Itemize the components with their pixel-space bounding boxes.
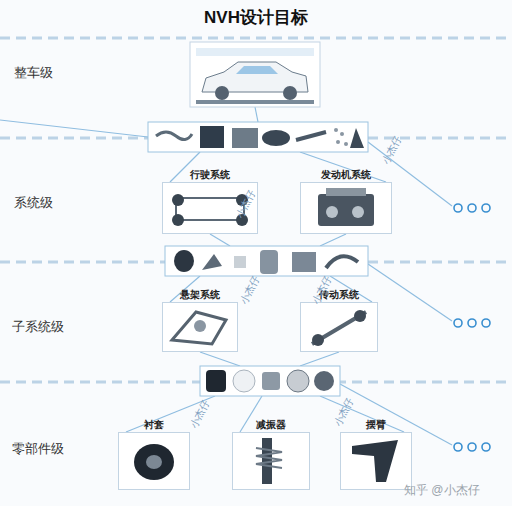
box-heading: 衬套 [144, 418, 164, 432]
box-heading: 发动机系统 [321, 168, 371, 182]
part-strip [165, 246, 368, 276]
watermark: 小杰仔 [237, 273, 263, 306]
box-pictures [118, 182, 412, 490]
part-box: 衬套 [118, 432, 190, 490]
part-box: 悬架系统 [162, 302, 238, 352]
car-picture [190, 42, 320, 107]
box-heading: 摆臂 [366, 418, 386, 432]
level-label: 系统级 [14, 194, 53, 212]
part-strip [200, 366, 340, 396]
level-label: 整车级 [14, 64, 53, 82]
diagram-title: NVH设计目标 [204, 6, 308, 29]
leader-lines [0, 107, 452, 445]
part-box: 摆臂 [340, 432, 412, 490]
level-label: 知乎 @小杰仔 [404, 482, 480, 499]
watermark: 小杰仔 [187, 397, 213, 430]
box-heading: 减振器 [256, 418, 286, 432]
part-strip [148, 122, 368, 152]
part-box: 传动系统 [300, 302, 378, 352]
part-box: 减振器 [232, 432, 310, 490]
level-label: 零部件级 [12, 440, 64, 458]
watermark: 小杰仔 [233, 187, 259, 220]
box-heading: 悬架系统 [180, 288, 220, 302]
watermark: 小杰仔 [379, 133, 405, 166]
band-lines [0, 38, 512, 382]
box-heading: 行驶系统 [190, 168, 230, 182]
watermark: 小杰仔 [331, 395, 357, 428]
ellipsis-dots [454, 204, 490, 451]
part-box: 发动机系统 [300, 182, 392, 234]
level-label: 子系统级 [12, 318, 64, 336]
